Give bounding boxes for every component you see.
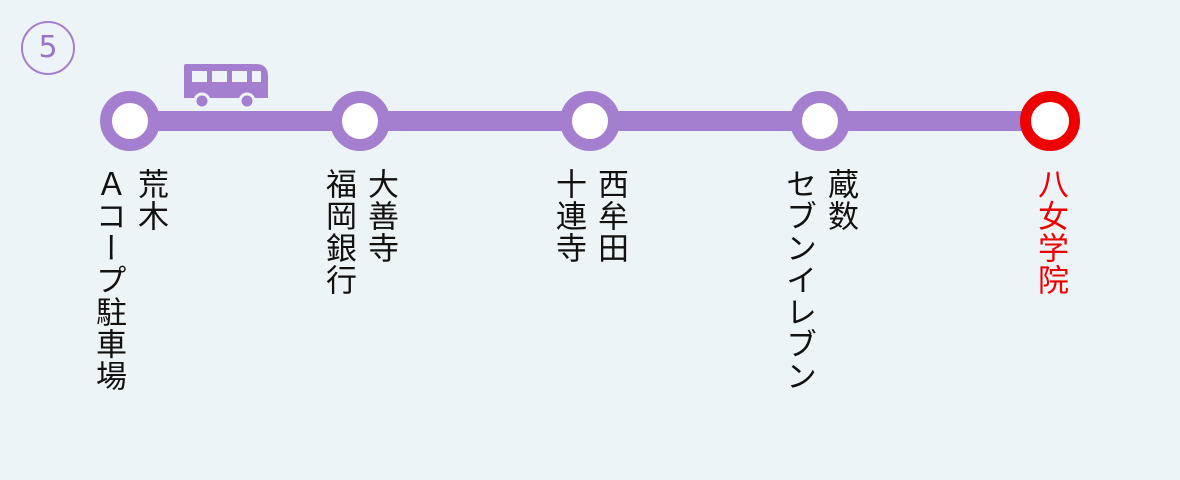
stop-marker-nishimuta (560, 91, 620, 151)
stop-label-yame-gakuin: 八女学院 (1032, 168, 1068, 296)
stop-marker-daizenji (330, 91, 390, 151)
stop-label-nishimuta: 西牟田 十連寺 (550, 168, 628, 264)
stop-name-line: Ａコープ駐車場 (90, 168, 126, 392)
bus-icon (184, 64, 268, 110)
stop-name-line: 福岡銀行 (320, 168, 356, 296)
stop-name-line: 荒木 (132, 168, 168, 232)
stop-name-line: 蔵数 (822, 168, 858, 232)
route-number: 5 (38, 30, 58, 65)
stop-label-daizenji: 大善寺 福岡銀行 (320, 168, 398, 296)
stop-name-line: 十連寺 (550, 168, 586, 264)
stop-marker-kurakazu (790, 91, 850, 151)
stop-name-line: 大善寺 (362, 168, 398, 264)
stop-marker-araki (100, 91, 160, 151)
stop-name-line: 八女学院 (1032, 168, 1068, 296)
stop-name-line: セブンイレブン (780, 168, 816, 392)
route-number-badge: 5 (21, 21, 75, 75)
stop-label-kurakazu: 蔵数 セブンイレブン (780, 168, 858, 392)
stop-name-line: 西牟田 (592, 168, 628, 264)
stop-marker-yame-gakuin (1020, 91, 1080, 151)
stop-label-araki: 荒木 Ａコープ駐車場 (90, 168, 168, 392)
